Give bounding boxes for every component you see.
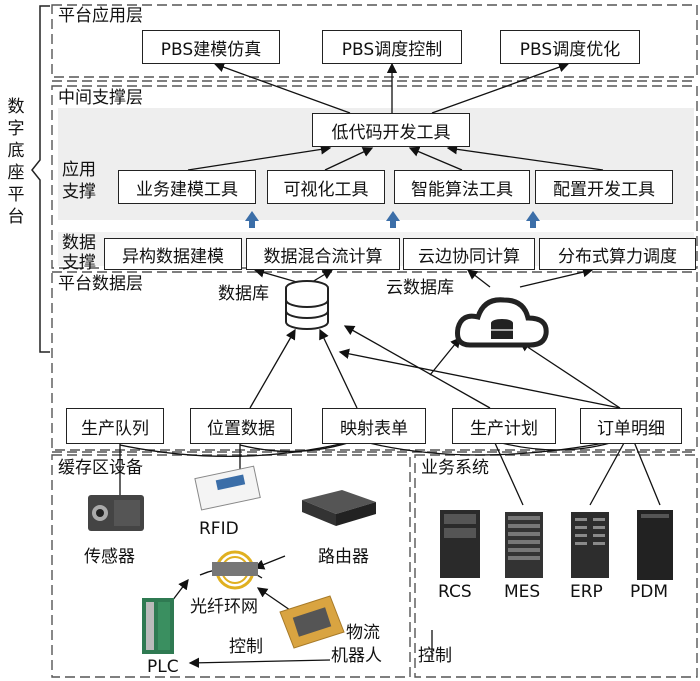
app-layer-title: 平台应用层 — [58, 6, 143, 26]
business-layer-title: 业务系统 — [421, 458, 489, 478]
lowcode-tool-box: 低代码开发工具 — [312, 113, 470, 147]
data-support-label-1: 数据 — [62, 233, 96, 253]
data-tool-distributed-compute: 分布式算力调度 — [539, 238, 696, 270]
cloud-database-icon — [455, 297, 549, 348]
router-icon — [302, 490, 376, 526]
app-support-label-1: 应用 — [62, 160, 96, 180]
server-mes-icon — [505, 512, 543, 578]
data-support-label-2: 支撑 — [62, 253, 96, 273]
cache-layer-frame — [51, 454, 411, 678]
app-box-modeling: PBS建模仿真 — [142, 30, 280, 64]
plc-icon — [142, 598, 174, 654]
side-bracket — [31, 5, 50, 353]
system-erp-label: ERP — [570, 582, 603, 602]
system-mes-label: MES — [504, 582, 541, 602]
fiber-ring-label: 光纤环网 — [190, 597, 258, 617]
robot-label-2: 机器人 — [331, 646, 382, 666]
rfid-tag-icon — [194, 465, 261, 511]
app-tool-config-dev: 配置开发工具 — [535, 170, 673, 204]
robot-icon — [279, 595, 345, 649]
server-pdm-icon — [637, 510, 673, 580]
server-erp-icon — [571, 512, 609, 578]
data-item-production-plan: 生产计划 — [452, 408, 556, 444]
app-tool-visualization: 可视化工具 — [267, 170, 385, 204]
blue-arrows — [245, 211, 540, 228]
cache-layer-title: 缓存区设备 — [58, 458, 143, 478]
data-layer-title: 平台数据层 — [58, 274, 143, 294]
data-tool-hybrid-stream: 数据混合流计算 — [246, 238, 400, 270]
app-tool-intelligent-algorithm: 智能算法工具 — [394, 170, 530, 204]
db-label: 数据库 — [218, 284, 269, 304]
robot-label-1: 物流 — [346, 623, 380, 643]
data-tool-heterogeneous-modeling: 异构数据建模 — [104, 238, 242, 270]
data-item-production-queue: 生产队列 — [66, 408, 164, 444]
system-rcs-label: RCS — [438, 582, 472, 602]
camera-sensor-icon — [88, 495, 144, 531]
router-label: 路由器 — [318, 547, 369, 567]
fiber-ring-icon — [212, 550, 258, 590]
sensor-label: 传感器 — [84, 547, 135, 567]
app-layer-frame — [51, 4, 698, 78]
database-icon — [285, 280, 329, 330]
blue-up-arrow-2 — [386, 211, 400, 228]
data-item-mapping-form: 映射表单 — [322, 408, 426, 444]
data-item-order-detail: 订单明细 — [580, 408, 682, 444]
server-rcs-icon — [440, 510, 480, 578]
side-label: 数字底座平台 — [7, 97, 25, 227]
rfid-label: RFID — [199, 519, 239, 539]
blue-up-arrow-1 — [245, 211, 259, 228]
data-tool-cloud-edge: 云边协同计算 — [403, 238, 535, 270]
cache-control-label: 控制 — [229, 637, 263, 657]
app-support-label-2: 支撑 — [62, 182, 96, 202]
blue-up-arrow-3 — [526, 211, 540, 228]
business-control-label: 控制 — [418, 646, 452, 666]
app-tool-business-modeling: 业务建模工具 — [118, 170, 256, 204]
business-layer-frame — [414, 454, 698, 678]
data-layer-frame — [51, 271, 698, 451]
cloud-db-label: 云数据库 — [386, 278, 454, 298]
plc-label: PLC — [147, 657, 179, 677]
middle-layer-title: 中间支撑层 — [58, 88, 143, 108]
system-pdm-label: PDM — [630, 582, 669, 602]
app-box-scheduling-optimization: PBS调度优化 — [500, 30, 640, 64]
data-item-position-data: 位置数据 — [190, 408, 292, 444]
app-box-scheduling-control: PBS调度控制 — [322, 30, 462, 64]
